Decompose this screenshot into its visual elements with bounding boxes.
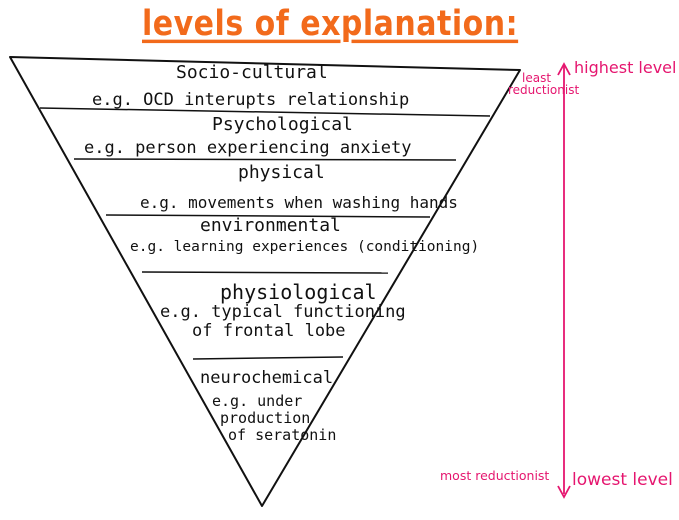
level-physical-example: e.g. movements when washing hands bbox=[140, 193, 458, 211]
diagram-title: levels of explanation: bbox=[142, 4, 519, 45]
divider-line bbox=[73, 158, 457, 161]
level-environmental: environmental bbox=[200, 217, 341, 235]
level-psychological-example: e.g. person experiencing anxiety bbox=[84, 138, 412, 157]
pyramid-outline bbox=[9, 56, 521, 507]
level-name: Psychological bbox=[212, 114, 353, 135]
level-socio-cultural: Socio-cultural bbox=[176, 64, 328, 82]
level-example: of frontal lobe bbox=[192, 321, 346, 341]
level-name: environmental bbox=[200, 215, 341, 236]
divider-line bbox=[105, 214, 431, 218]
level-name: physiological bbox=[220, 280, 377, 304]
level-example: of seratonin bbox=[228, 426, 337, 444]
level-example: e.g. OCD interupts relationship bbox=[92, 90, 410, 110]
reductionism-scale-arrow bbox=[557, 62, 571, 499]
level-name: neurochemical bbox=[200, 368, 334, 388]
divider-line bbox=[192, 356, 344, 360]
level-example: e.g. person experiencing anxiety bbox=[84, 138, 412, 158]
level-example: production bbox=[220, 409, 311, 427]
level-environmental-example: e.g. learning experiences (conditioning) bbox=[130, 238, 479, 255]
level-neurochemical: neurochemical bbox=[200, 370, 333, 387]
level-neurochemical-example: e.g. under production of seratonin bbox=[212, 392, 336, 443]
divider-line bbox=[39, 107, 491, 117]
level-example: e.g. under bbox=[212, 392, 303, 410]
divider-line bbox=[141, 271, 389, 274]
level-physiological: physiological bbox=[220, 282, 377, 302]
level-physiological-example: e.g. typical functioning of frontal lobe bbox=[160, 302, 406, 340]
lowest-level-label: lowest level bbox=[572, 470, 673, 490]
least-label-line: reductionist bbox=[508, 83, 580, 97]
least-label-line: least bbox=[522, 71, 552, 85]
level-example: e.g. movements when washing hands bbox=[140, 193, 458, 212]
level-physical: physical bbox=[238, 164, 325, 182]
level-example: e.g. learning experiences (conditioning) bbox=[130, 239, 480, 255]
level-name: Socio-cultural bbox=[176, 62, 328, 83]
level-psychological: Psychological bbox=[212, 116, 353, 134]
most-reductionist-label: most reductionist bbox=[440, 468, 550, 483]
level-example: e.g. typical functioning bbox=[160, 302, 406, 322]
level-socio-cultural-example: e.g. OCD interupts relationship bbox=[92, 90, 409, 109]
highest-level-label: highest level bbox=[574, 58, 677, 77]
least-reductionist-label: least reductionist bbox=[508, 71, 579, 96]
level-name: physical bbox=[238, 162, 325, 183]
